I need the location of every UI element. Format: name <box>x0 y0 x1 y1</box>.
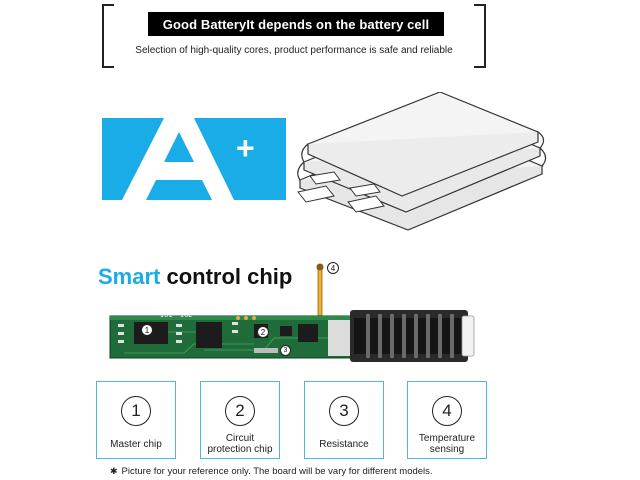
legend-card-resistance: 3 Resistance <box>304 381 384 459</box>
grade-badge <box>102 118 286 200</box>
board-marker-1: 1 <box>141 324 153 336</box>
battery-cell-illustration <box>297 92 547 231</box>
legend-label-3: Resistance <box>319 438 369 450</box>
board-marker-2: 2 <box>257 326 269 338</box>
header-banner: Good BatteryIt depends on the battery ce… <box>102 4 486 68</box>
grade-letter-a-icon <box>122 118 234 200</box>
header-subtitle: Selection of high-quality cores, product… <box>135 45 453 56</box>
board-marker-4-text: 4 <box>330 263 336 273</box>
chip-heading-accent: Smart <box>98 264 161 289</box>
pcb-board-illustration <box>109 263 475 362</box>
chip-heading: Smart control chip <box>98 264 292 290</box>
footnote: ✱Picture for your reference only. The bo… <box>110 466 433 477</box>
board-marker-3: 3 <box>280 345 291 356</box>
board-marker-4: 4 <box>327 262 339 274</box>
legend-label-1: Master chip <box>110 438 162 450</box>
board-marker-3-text: 3 <box>283 347 288 354</box>
chip-heading-rest: control chip <box>160 264 293 289</box>
legend-number-2: 2 <box>225 396 255 426</box>
grade-plus: + <box>236 130 255 166</box>
legend-card-temperature: 4 Temperature sensing <box>407 381 487 459</box>
legend-card-master-chip: 1 Master chip <box>96 381 176 459</box>
legend-label-2: Circuit protection chip <box>207 433 273 455</box>
footnote-star-icon: ✱ <box>110 466 118 476</box>
board-label-ic2: IC2 <box>180 312 193 320</box>
legend-number-4: 4 <box>432 396 462 426</box>
footnote-text: Picture for your reference only. The boa… <box>121 466 433 477</box>
legend-label-4: Temperature sensing <box>418 433 476 455</box>
legend-number-3: 3 <box>329 396 359 426</box>
board-marker-2-text: 2 <box>260 327 266 337</box>
legend-number-1: 1 <box>121 396 151 426</box>
left-bracket <box>102 4 114 68</box>
header-title: Good BatteryIt depends on the battery ce… <box>148 12 444 36</box>
board-label-ic1: IC1 <box>160 312 173 320</box>
board-marker-1-text: 1 <box>144 325 150 335</box>
right-bracket <box>474 4 486 68</box>
legend-card-circuit-protection: 2 Circuit protection chip <box>200 381 280 459</box>
